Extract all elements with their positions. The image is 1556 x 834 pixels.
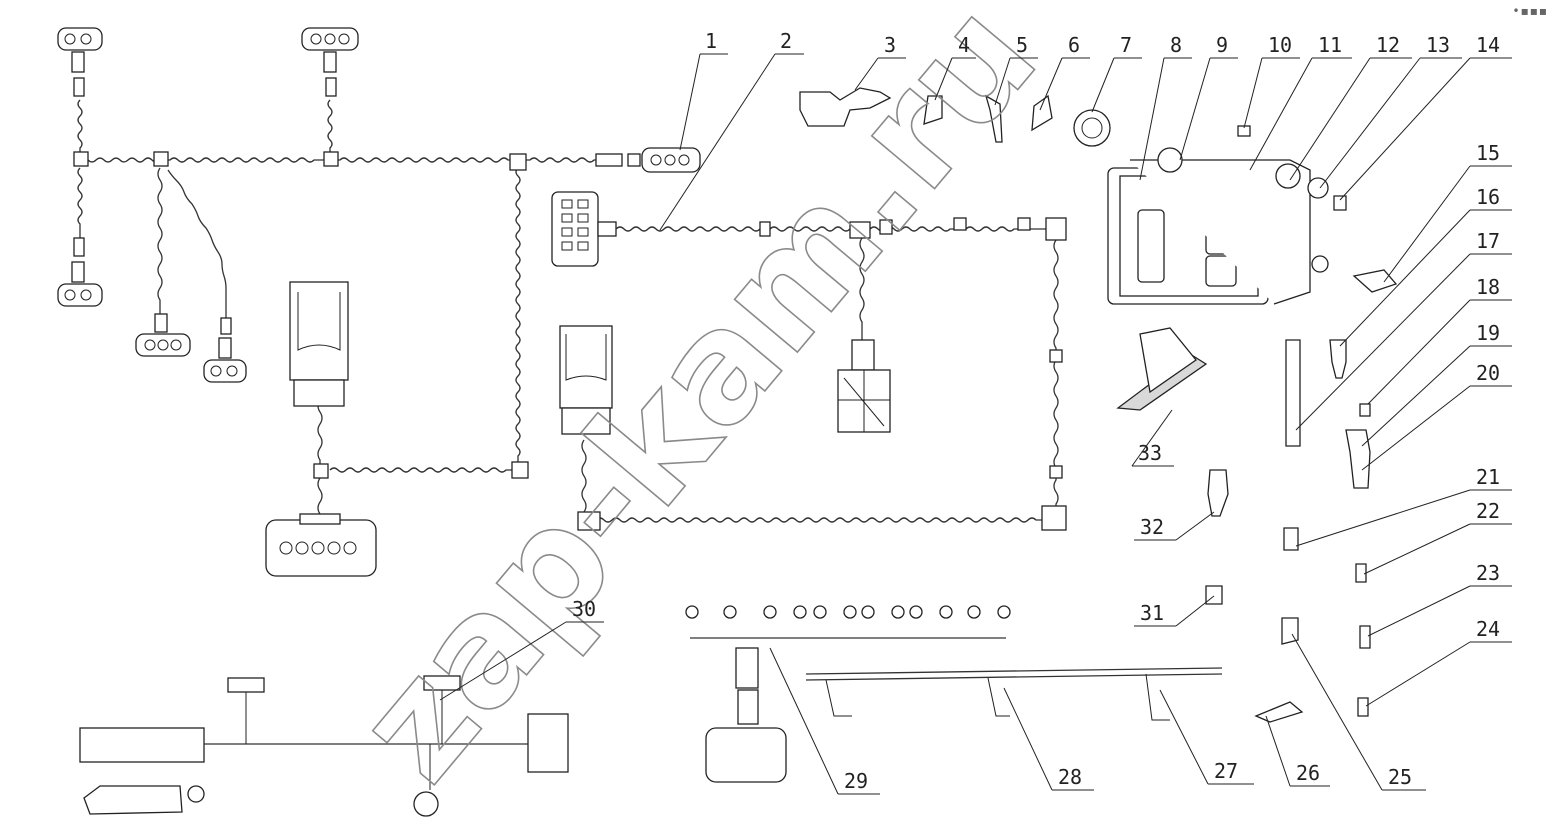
callout-number-7: 7 bbox=[1120, 33, 1132, 57]
callout-leader-19 bbox=[1361, 345, 1471, 447]
callout-number-28: 28 bbox=[1058, 765, 1082, 789]
callout-leader-29 bbox=[769, 647, 839, 795]
callout-number-23: 23 bbox=[1476, 561, 1500, 585]
callout-leader-33 bbox=[1131, 409, 1173, 467]
callout-leader-16 bbox=[1339, 209, 1471, 347]
callout-leader-8 bbox=[1139, 57, 1165, 181]
callout-number-21: 21 bbox=[1476, 465, 1500, 489]
callout-leader-11 bbox=[1249, 57, 1313, 171]
small-parts bbox=[799, 87, 1398, 723]
callout-number-17: 17 bbox=[1476, 229, 1500, 253]
callout-number-32: 32 bbox=[1140, 515, 1164, 539]
callout-leader-30 bbox=[439, 621, 567, 701]
callout-number-19: 19 bbox=[1476, 321, 1500, 345]
callout-number-30: 30 bbox=[572, 597, 596, 621]
callout-number-31: 31 bbox=[1140, 601, 1164, 625]
callout-leader-5 bbox=[994, 57, 1011, 106]
callout-number-1: 1 bbox=[705, 29, 717, 53]
callout-number-18: 18 bbox=[1476, 275, 1500, 299]
ecu-module bbox=[1107, 147, 1329, 305]
callout-leader-3 bbox=[854, 57, 879, 91]
callout-leader-2 bbox=[659, 53, 776, 231]
callout-leader-15 bbox=[1383, 165, 1471, 283]
callout-number-5: 5 bbox=[1016, 33, 1028, 57]
dots-menu-icon[interactable]: •▪▪▪ bbox=[1512, 4, 1548, 18]
callout-leader-23 bbox=[1367, 585, 1471, 637]
center-wiring-harness bbox=[551, 191, 1067, 531]
callout-leader-27 bbox=[1159, 689, 1209, 785]
callout-number-26: 26 bbox=[1296, 761, 1320, 785]
callout-leader-1 bbox=[679, 53, 701, 151]
callout-leader-6 bbox=[1039, 57, 1063, 111]
callout-number-13: 13 bbox=[1426, 33, 1450, 57]
callout-number-22: 22 bbox=[1476, 499, 1500, 523]
callout-number-27: 27 bbox=[1214, 759, 1238, 783]
callout-leader-31 bbox=[1175, 595, 1215, 627]
callout-number-15: 15 bbox=[1476, 141, 1500, 165]
watermark: zap-kam.ru bbox=[324, 0, 1070, 813]
callout-number-10: 10 bbox=[1268, 33, 1292, 57]
callout-number-33: 33 bbox=[1138, 441, 1162, 465]
callout-number-25: 25 bbox=[1388, 765, 1412, 789]
callout-leader-32 bbox=[1175, 511, 1215, 541]
callout-leader-22 bbox=[1363, 523, 1471, 575]
callout-leader-26 bbox=[1265, 715, 1291, 787]
callout-leader-4 bbox=[934, 57, 953, 101]
callout-number-2: 2 bbox=[780, 29, 792, 53]
callout-leader-24 bbox=[1365, 641, 1471, 707]
callout-number-9: 9 bbox=[1216, 33, 1228, 57]
callout-number-24: 24 bbox=[1476, 617, 1500, 641]
left-wiring-harness bbox=[57, 27, 701, 577]
callout-number-12: 12 bbox=[1376, 33, 1400, 57]
callout-leader-17 bbox=[1295, 253, 1471, 431]
callout-number-29: 29 bbox=[844, 769, 868, 793]
callout-leader-7 bbox=[1091, 57, 1115, 113]
callout-leader-25 bbox=[1291, 633, 1383, 791]
callout-number-4: 4 bbox=[958, 33, 970, 57]
callout-number-3: 3 bbox=[884, 33, 896, 57]
callout-number-8: 8 bbox=[1170, 33, 1182, 57]
callout-leader-12 bbox=[1289, 57, 1371, 181]
bottom-harness-and-rail bbox=[79, 605, 1223, 817]
callout-leader-20 bbox=[1361, 385, 1471, 471]
callout-number-14: 14 bbox=[1476, 33, 1500, 57]
callout-leader-10 bbox=[1243, 57, 1263, 129]
callout-number-6: 6 bbox=[1068, 33, 1080, 57]
callout-leader-14 bbox=[1339, 57, 1471, 201]
callout-leader-18 bbox=[1367, 299, 1471, 405]
callout-number-11: 11 bbox=[1318, 33, 1342, 57]
callout-number-16: 16 bbox=[1476, 185, 1500, 209]
callout-leader-21 bbox=[1295, 489, 1471, 547]
callout-leader-9 bbox=[1179, 57, 1211, 161]
callout-leader-13 bbox=[1319, 57, 1421, 189]
callout-leader-28 bbox=[1003, 687, 1053, 791]
callout-number-20: 20 bbox=[1476, 361, 1500, 385]
